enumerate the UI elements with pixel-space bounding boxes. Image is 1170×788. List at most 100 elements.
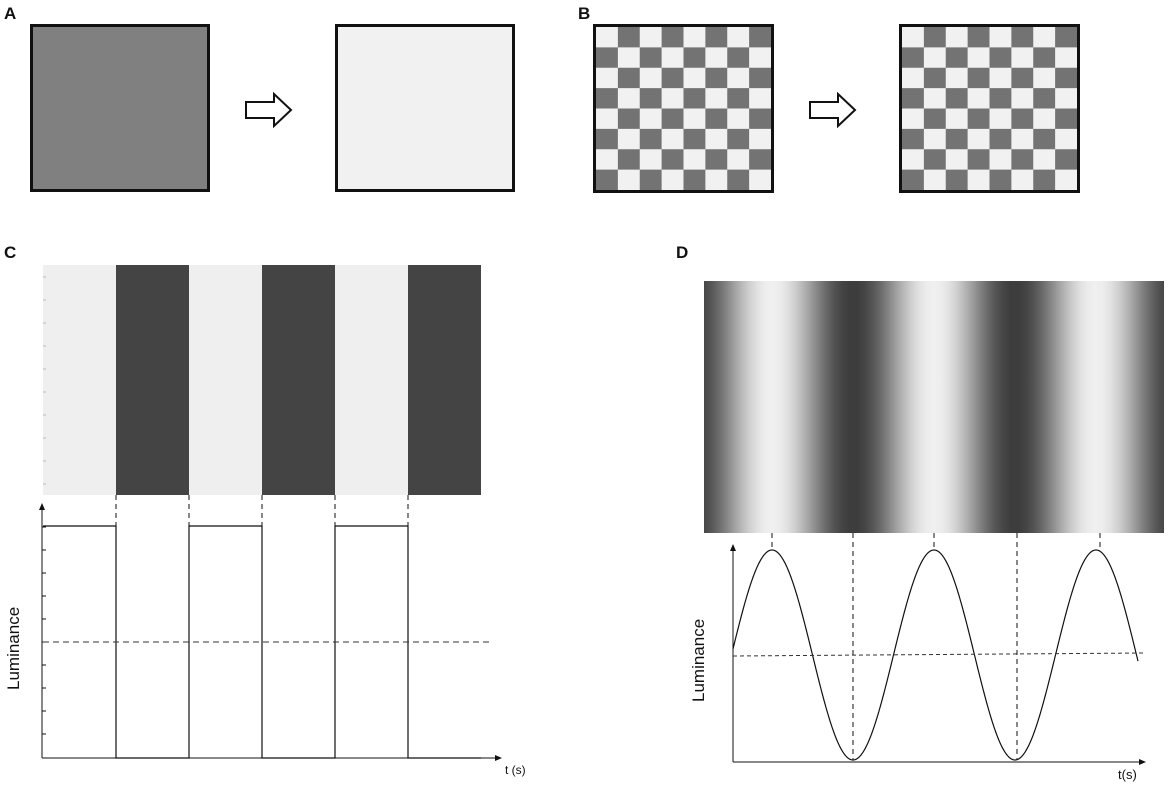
checker-cell [945, 169, 969, 190]
checker-cell [967, 88, 990, 109]
checker-cell [617, 169, 641, 190]
checker-cell [1011, 47, 1034, 69]
checker-cell [683, 88, 706, 109]
checker-cell [727, 149, 750, 171]
sine-grating-image [704, 281, 1164, 533]
checker-cell [989, 169, 1012, 190]
checker-cell [705, 47, 728, 69]
checker-cell [683, 169, 706, 190]
checker-cell [1011, 27, 1034, 48]
right-arrow-icon [809, 92, 857, 128]
checkerboard-square-reversed [899, 24, 1080, 193]
checker-cell [923, 108, 947, 130]
checker-cell [683, 149, 706, 171]
panel-c-y-label: Luminance [4, 606, 23, 690]
checker-cell [1055, 108, 1077, 130]
checker-cell [1055, 67, 1077, 89]
checker-cell [639, 88, 663, 109]
checker-cell [705, 108, 728, 130]
checker-cell [1011, 67, 1034, 89]
checker-cell [749, 67, 771, 89]
checker-cell [945, 27, 969, 48]
checker-cell [639, 47, 663, 69]
panel-label-c: C [4, 243, 17, 262]
mean-luminance-line [732, 652, 1145, 657]
square-wave-diagram [39, 265, 502, 761]
checker-cell [923, 169, 947, 190]
checker-cell [1033, 149, 1056, 171]
checker-cell [661, 88, 684, 109]
checker-cell [967, 169, 990, 190]
checker-cell [683, 27, 706, 48]
checker-cell [705, 149, 728, 171]
checker-cell [596, 67, 619, 89]
checker-cell [617, 149, 641, 171]
checker-cell [639, 27, 663, 48]
checker-cell [661, 47, 684, 69]
panel-label-d: D [676, 243, 689, 262]
checker-cell [617, 108, 641, 130]
checker-cell [1055, 128, 1077, 150]
checker-cell [617, 88, 641, 109]
checker-cell [1033, 27, 1056, 48]
panel-label-b: B [578, 4, 591, 23]
x-axis-arrow [1139, 759, 1146, 765]
checker-cell [945, 67, 969, 89]
checker-cell [1011, 149, 1034, 171]
checker-cell [923, 47, 947, 69]
sine-waveform [732, 549, 1139, 761]
checker-cell [923, 128, 947, 150]
checker-cell [727, 128, 750, 150]
checker-cell [683, 67, 706, 89]
checker-cell [989, 149, 1012, 171]
checker-cell [661, 67, 684, 89]
checker-cell [749, 108, 771, 130]
checker-cell [923, 88, 947, 109]
checker-cell [705, 169, 728, 190]
checker-cell [639, 108, 663, 130]
panel-c-x-label: t (s) [505, 763, 526, 777]
checker-cell [596, 47, 619, 69]
y-axis-arrow [730, 544, 736, 551]
checker-cell [639, 169, 663, 190]
luminance-bar [335, 265, 408, 495]
checker-cell [1033, 128, 1056, 150]
checker-cell [1011, 128, 1034, 150]
panel-d-x-label: t(s) [1118, 767, 1137, 782]
checker-cell [617, 47, 641, 69]
checker-cell [705, 67, 728, 89]
checker-cell [967, 27, 990, 48]
checker-cell [989, 47, 1012, 69]
checker-cell [596, 88, 619, 109]
checker-cell [967, 67, 990, 89]
square-waveform [43, 525, 481, 759]
checker-cell [1055, 149, 1077, 171]
checker-cell [596, 149, 619, 171]
checker-cell [683, 128, 706, 150]
checker-cell [945, 128, 969, 150]
checker-cell [989, 27, 1012, 48]
checker-cell [749, 169, 771, 190]
y-axis-arrow [39, 503, 45, 510]
checker-cell [1011, 88, 1034, 109]
checker-cell [749, 27, 771, 48]
x-axis-arrow [495, 755, 502, 761]
luminance-bar [262, 265, 335, 495]
checker-cell [1033, 108, 1056, 130]
panel-d-y-label: Luminance [689, 618, 708, 702]
checker-cell [902, 128, 925, 150]
checker-cell [945, 88, 969, 109]
checker-cell [1033, 47, 1056, 69]
checker-cell [596, 108, 619, 130]
checker-cell [1055, 169, 1077, 190]
checker-cell [945, 149, 969, 171]
checker-cell [923, 27, 947, 48]
right-arrow-icon [245, 92, 293, 128]
checker-cell [1033, 169, 1056, 190]
checker-cell [923, 67, 947, 89]
checker-cell [967, 149, 990, 171]
checker-cell [1055, 88, 1077, 109]
checkerboard-square [593, 24, 774, 193]
checker-cell [661, 108, 684, 130]
checker-cell [989, 88, 1012, 109]
